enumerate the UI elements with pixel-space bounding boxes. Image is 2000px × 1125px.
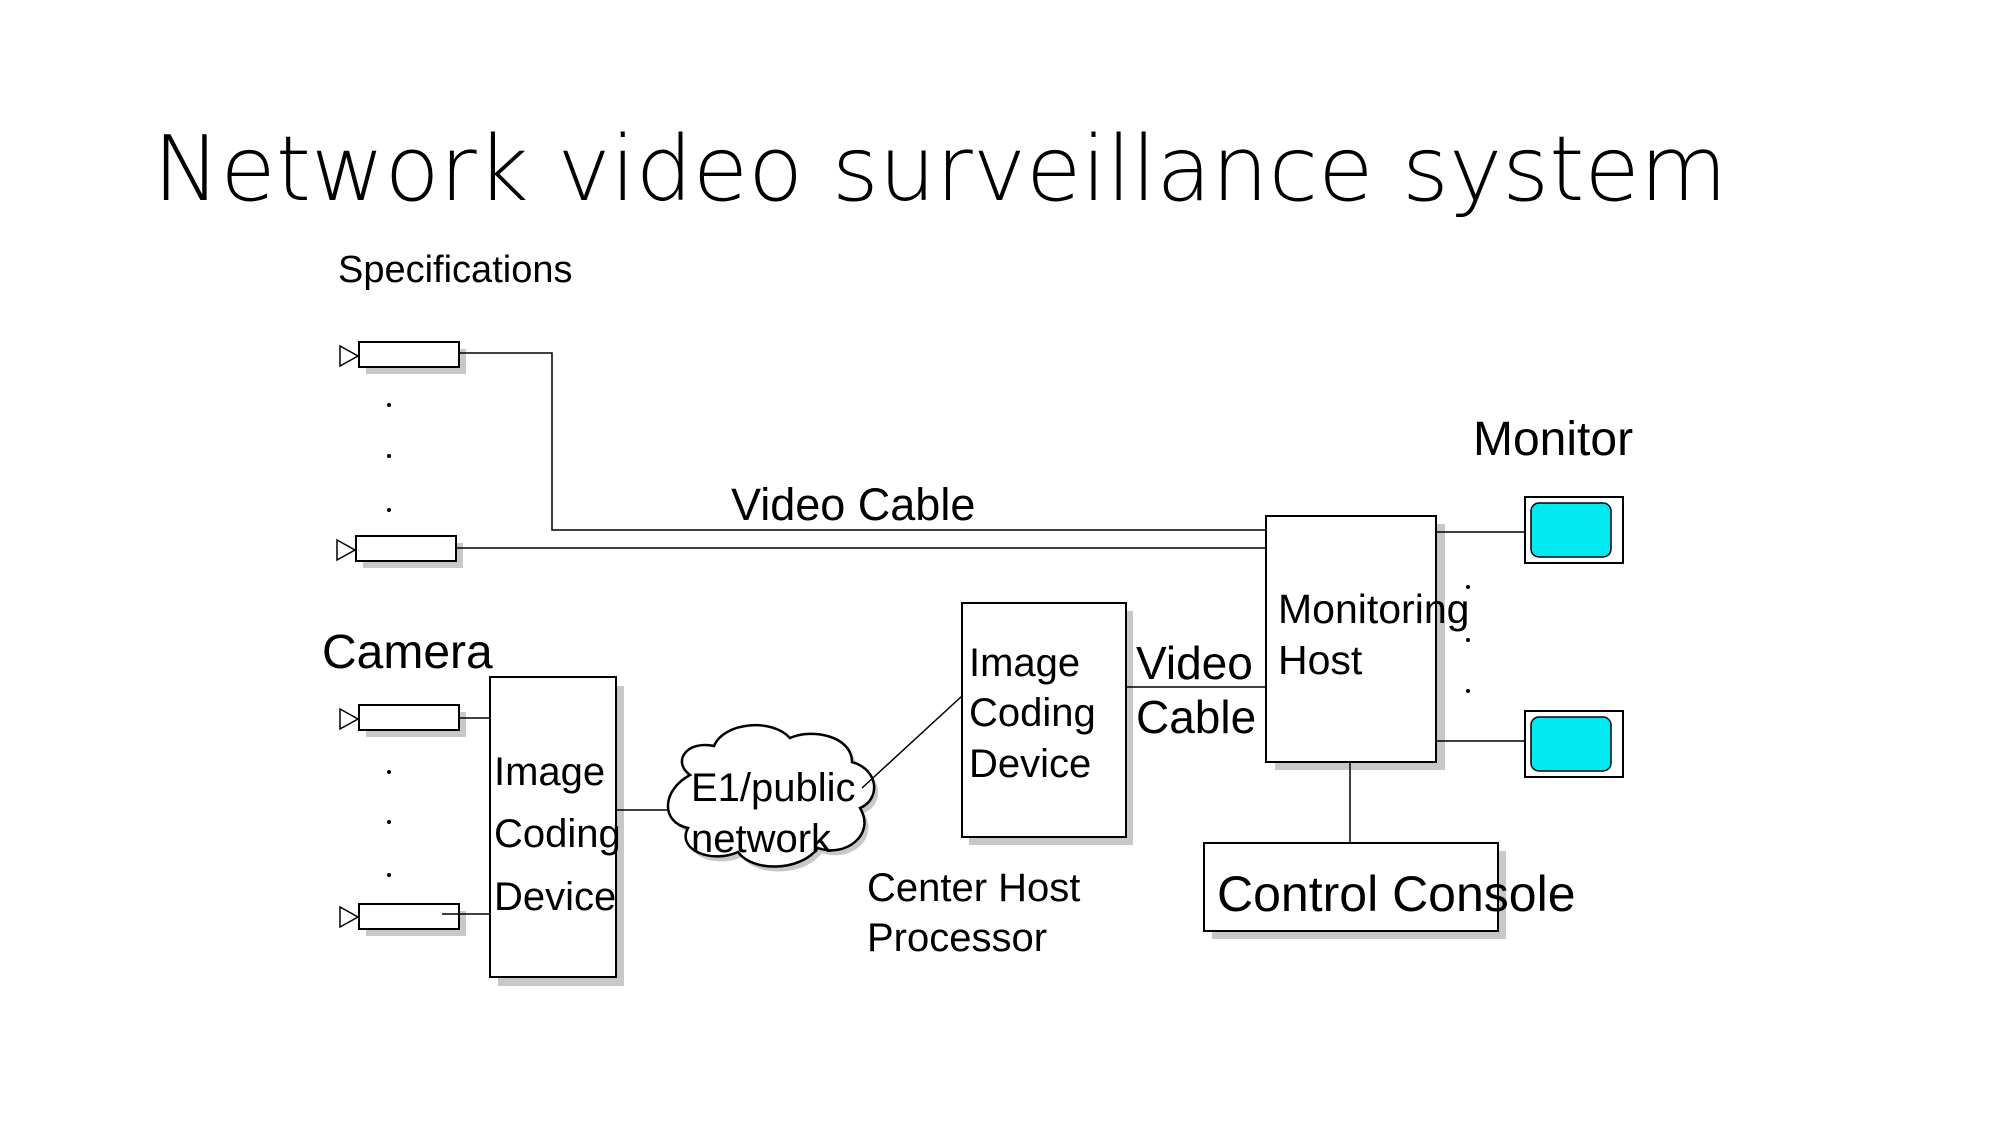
monitoring-host-line: Monitoring <box>1278 586 1469 632</box>
ellipsis-dot <box>387 770 391 877</box>
camera-icon <box>339 903 466 936</box>
left-coding-device-label: Image Coding Device <box>494 750 632 919</box>
control-console-label: Control Console <box>1217 866 1576 922</box>
network-link-line <box>861 695 963 789</box>
monitoring-host-label: Monitoring Host <box>1278 586 1481 683</box>
video-cable-label: Video Cable <box>731 479 975 530</box>
specifications-label: Specifications <box>338 249 572 291</box>
camera-label: Camera <box>322 626 493 679</box>
monitor-icon <box>1524 710 1624 778</box>
monitoring-host-line: Host <box>1278 637 1363 683</box>
left-coding-device-box <box>489 676 624 986</box>
left-coding-line: Device <box>494 875 616 919</box>
center-host-line: Center Host <box>867 866 1080 910</box>
slide-title: Network video surveillance system <box>153 117 1727 222</box>
ellipsis-dot <box>1466 585 1470 693</box>
camera-icon <box>336 535 463 568</box>
control-console-box <box>1203 842 1506 939</box>
center-coding-line: Coding <box>969 691 1096 735</box>
monitor-icon <box>1524 496 1624 564</box>
network-label: E1/public network <box>691 766 867 861</box>
network-line: E1/public <box>691 766 856 810</box>
camera-icon <box>339 341 466 374</box>
center-coding-device-label: Image Coding Device <box>969 641 1107 786</box>
video-cable-mid-line: Video <box>1136 637 1253 689</box>
video-cable-mid-line: Cable <box>1136 691 1256 743</box>
monitor-label: Monitor <box>1473 413 1633 466</box>
ellipsis-dot <box>387 403 391 512</box>
center-coding-device-box <box>961 602 1133 845</box>
camera-icon <box>339 704 466 737</box>
center-coding-line: Device <box>969 742 1091 786</box>
center-host-label: Center Host Processor <box>867 866 1092 960</box>
left-coding-line: Coding <box>494 812 621 856</box>
video-cable-mid-label: Video Cable <box>1136 637 1266 743</box>
video-cable-line <box>459 352 1266 531</box>
monitoring-host-box <box>1265 515 1445 770</box>
left-coding-line: Image <box>494 750 605 794</box>
center-coding-line: Image <box>969 641 1080 685</box>
cloud-icon <box>666 723 879 872</box>
network-line: network <box>691 817 832 861</box>
center-host-line: Processor <box>867 916 1047 960</box>
